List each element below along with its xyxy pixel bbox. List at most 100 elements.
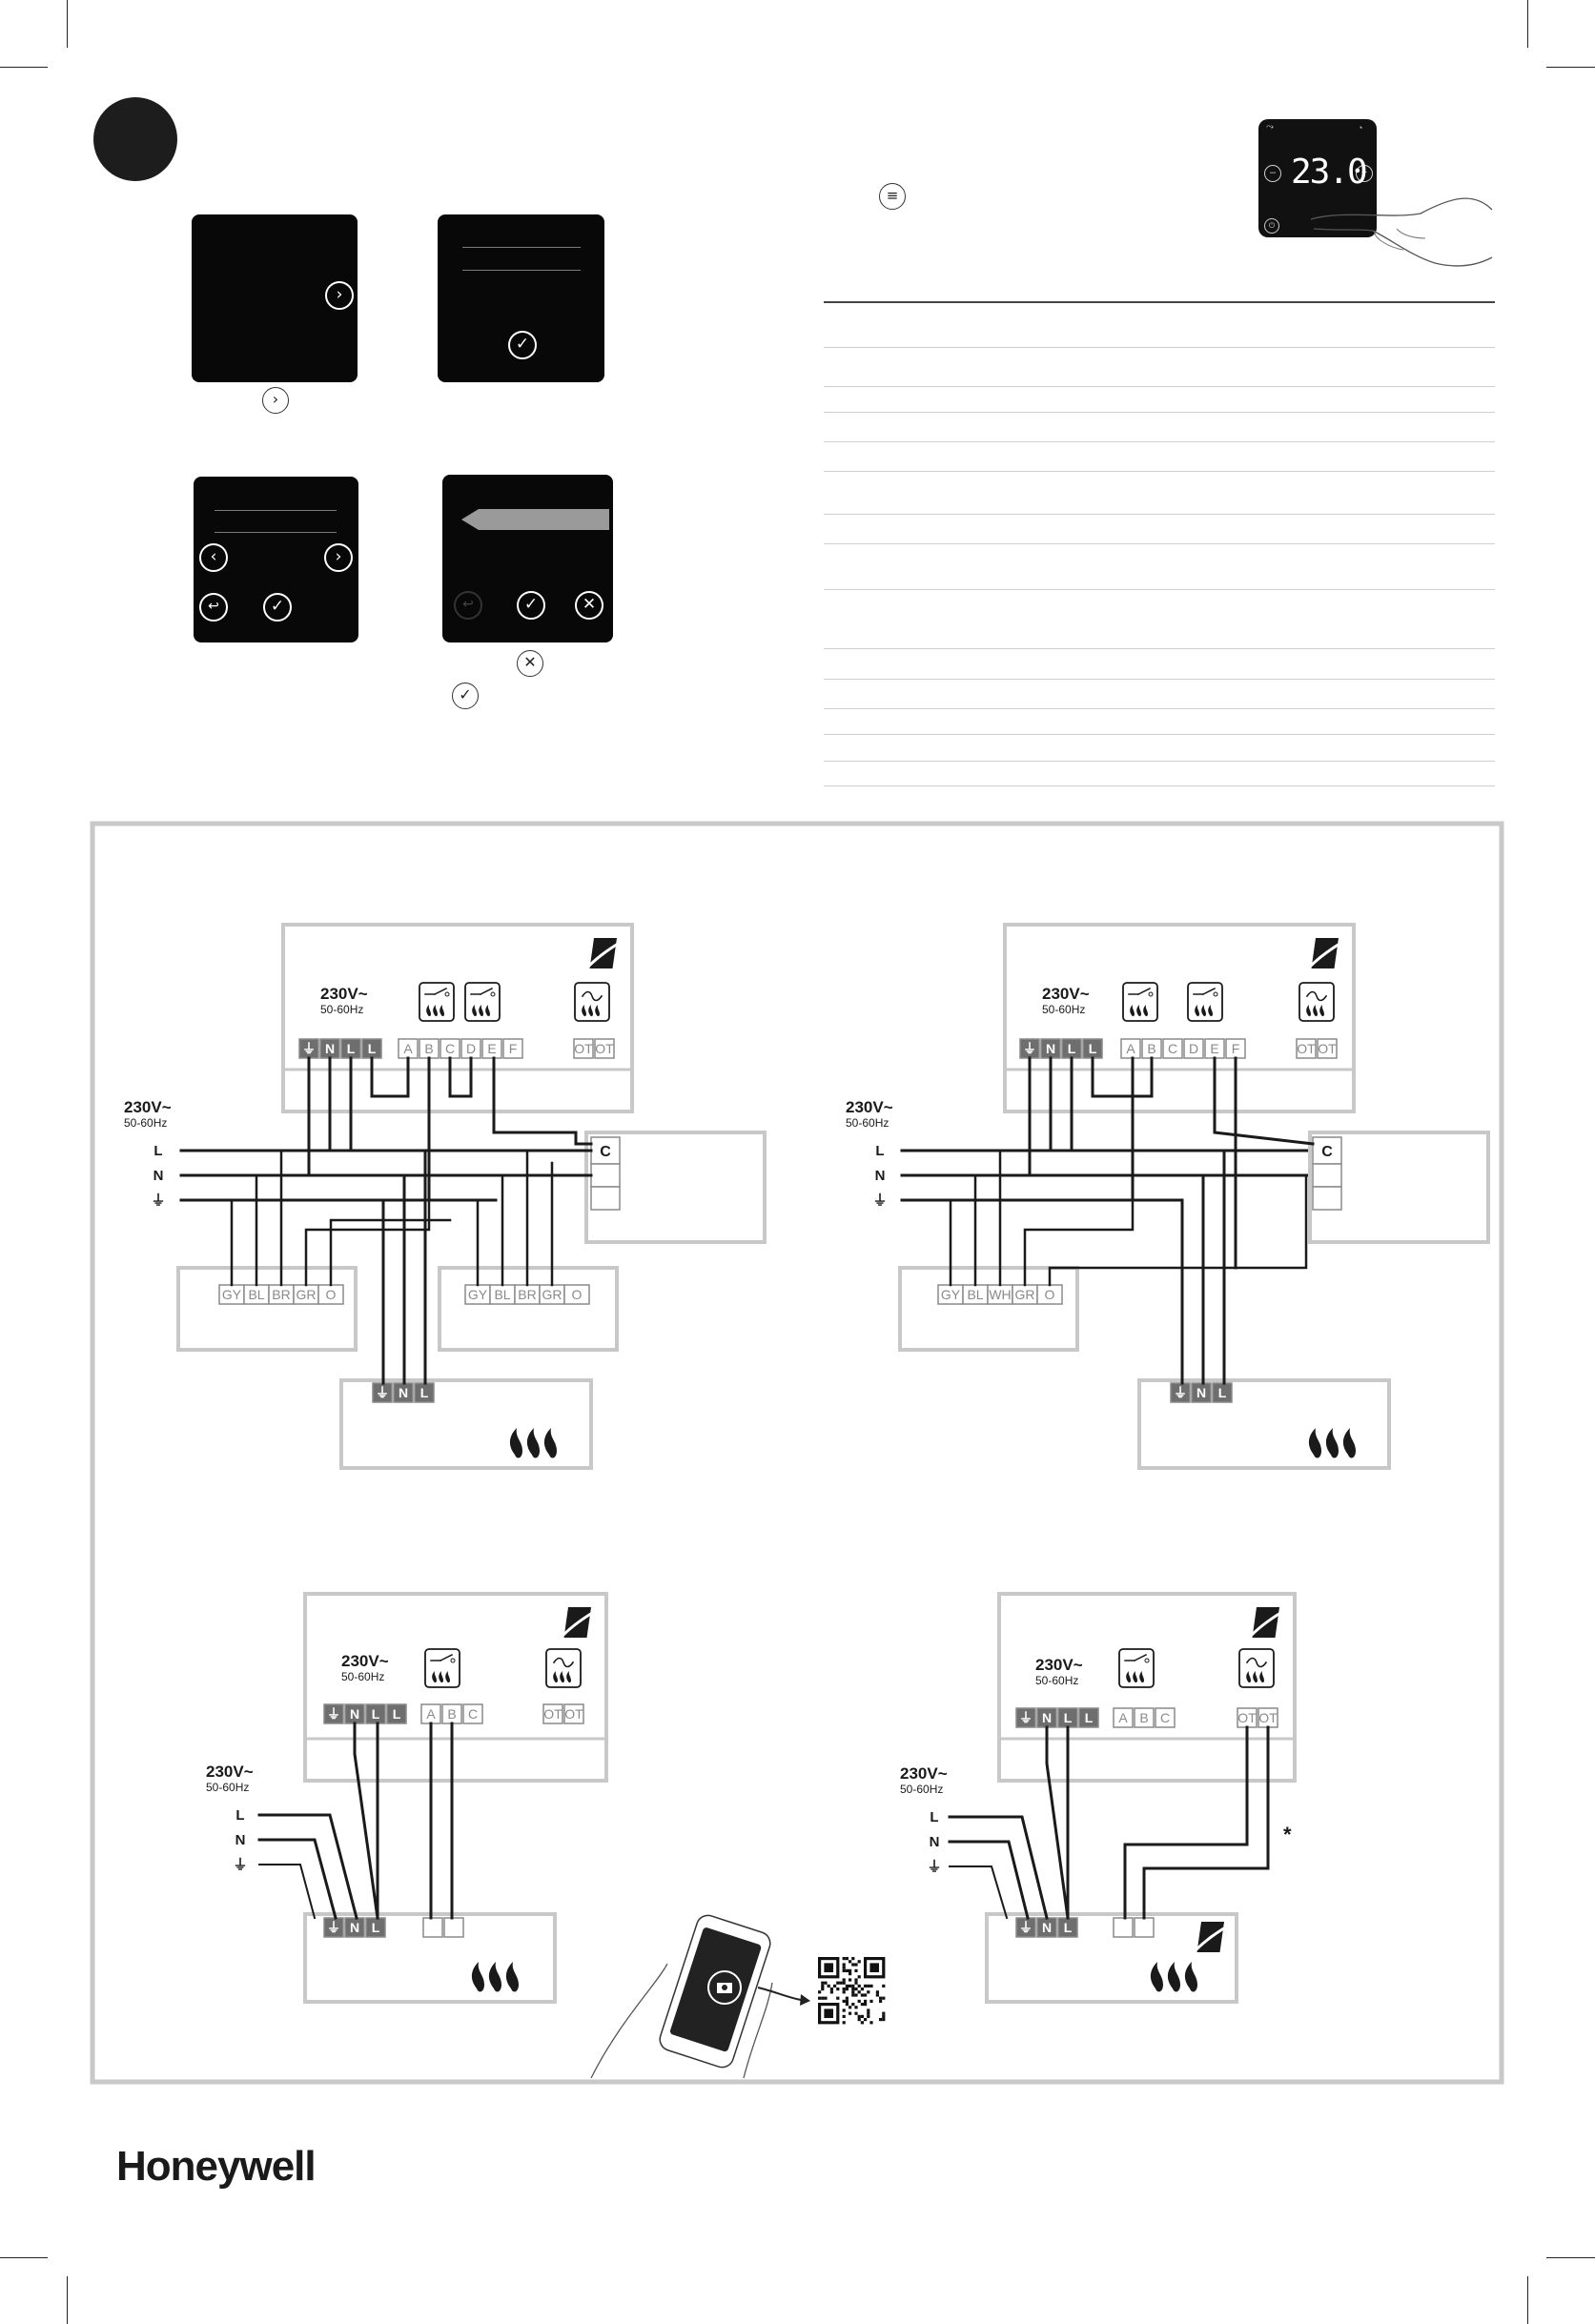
terminal-label: C (1321, 1144, 1333, 1160)
chevron-left-icon[interactable]: ‹ (199, 543, 228, 572)
terminal-label: E (487, 1041, 496, 1056)
wire (1048, 1173, 1308, 1287)
line-label: ⏚ (233, 1857, 247, 1873)
close-icon[interactable]: ✕ (575, 591, 603, 620)
qr-module (842, 2008, 846, 2012)
crop-mark (67, 0, 68, 48)
qr-module (882, 2018, 886, 2022)
terminal-label: GR (1015, 1287, 1035, 1302)
check-icon[interactable]: ✓ (517, 591, 545, 620)
terminal (481, 1038, 502, 1059)
qr-module (857, 2018, 861, 2022)
qr-module (842, 2014, 846, 2018)
voltage-label: 230V~ (1035, 1656, 1083, 1674)
wire (949, 1865, 1009, 1920)
zone-valve-box (898, 1266, 1079, 1352)
qr-module (857, 1975, 861, 1979)
voltage-label: 230V~ (846, 1098, 893, 1116)
screen-2: ✓ (438, 214, 604, 382)
menu-icon: ≡ (879, 183, 906, 210)
chevron-right-icon: › (262, 387, 289, 414)
wire (304, 1198, 431, 1287)
line-label: L (235, 1807, 244, 1824)
line-label: L (153, 1143, 162, 1159)
qr-module (879, 2018, 883, 2022)
terminal (1015, 1917, 1036, 1938)
qr-module (867, 2014, 870, 2018)
terminal-label: N (1042, 1710, 1052, 1725)
terminal-label: N (399, 1385, 408, 1400)
table-rule (824, 412, 1495, 413)
qr-module (854, 1993, 858, 1997)
chevron-right-icon[interactable]: › (325, 281, 354, 310)
power-icon[interactable]: ⏻ (1264, 218, 1279, 234)
wire (1123, 1725, 1249, 1920)
terminal (323, 1917, 344, 1938)
chevron-right-icon[interactable]: › (324, 543, 353, 572)
qr-module (849, 2011, 852, 2015)
wire (1091, 1056, 1154, 1098)
check-icon[interactable]: ✓ (508, 331, 537, 359)
table-rule (824, 347, 1495, 348)
table-rule (824, 734, 1495, 735)
wire (257, 1838, 337, 1920)
qr-module (824, 1981, 828, 1985)
terminal-label: GR (542, 1287, 562, 1302)
terminal-label: B (1139, 1710, 1148, 1725)
frequency-label: 50-60Hz (846, 1116, 889, 1130)
qr-module (845, 1988, 849, 1991)
screen-4: ↩ ✓ ✕ (442, 475, 613, 642)
signal-icon: ⤳ (1266, 122, 1274, 133)
table-rule (824, 761, 1495, 762)
qr-module (845, 1968, 849, 1972)
qr-module (875, 1993, 879, 1997)
frequency-label: 50-60Hz (206, 1781, 249, 1794)
qr-module (849, 2006, 852, 2009)
terminal-label: OT (574, 1041, 593, 1056)
table-rule (824, 301, 1495, 303)
terminal-label: A (426, 1706, 436, 1722)
wire (1023, 1198, 1135, 1287)
terminal-label: C (1168, 1041, 1177, 1056)
terminal-label: L (372, 1920, 380, 1935)
qr-module (842, 1999, 846, 2003)
qr-module (849, 1968, 852, 1972)
terminal-label: F (1232, 1041, 1240, 1056)
terminal-label: B (447, 1706, 456, 1722)
back-icon[interactable]: ↩ (199, 593, 228, 622)
thermostat-wiring-center (1003, 923, 1356, 1113)
minus-icon[interactable]: – (1264, 165, 1281, 182)
qr-module (860, 1988, 864, 1991)
qr-module (851, 2003, 855, 2007)
frequency-label: 50-60Hz (900, 1783, 943, 1796)
terminal (323, 1703, 344, 1724)
terminal (594, 1038, 615, 1059)
zone-valve-box (176, 1266, 358, 1352)
plus-icon[interactable]: + (1356, 165, 1373, 182)
table-rule (824, 514, 1495, 515)
voltage-label: 230V~ (1042, 985, 1090, 1003)
terminal (1120, 1038, 1141, 1059)
terminal (502, 1038, 523, 1059)
terminal-label: GY (222, 1287, 242, 1302)
qr-module (864, 2003, 868, 2007)
check-icon[interactable]: ✓ (263, 593, 292, 622)
terminal (1183, 1038, 1204, 1059)
terminal (386, 1703, 407, 1724)
wire (948, 1840, 1030, 1920)
line-label: N (153, 1168, 164, 1184)
line-label: ⏚ (927, 1859, 941, 1875)
qr-module (854, 2006, 858, 2009)
crop-mark (1527, 0, 1528, 48)
terminal (573, 1038, 594, 1059)
terminal (462, 1703, 483, 1724)
terminal-label: L (1064, 1920, 1073, 1935)
terminal (1162, 1038, 1183, 1059)
qr-module (851, 1993, 855, 1997)
crop-mark (67, 2276, 68, 2324)
wire (448, 1056, 473, 1098)
qr-module (860, 2003, 864, 2007)
temperature-readout: 23.0 (1291, 153, 1368, 192)
qr-module (821, 1996, 825, 2000)
